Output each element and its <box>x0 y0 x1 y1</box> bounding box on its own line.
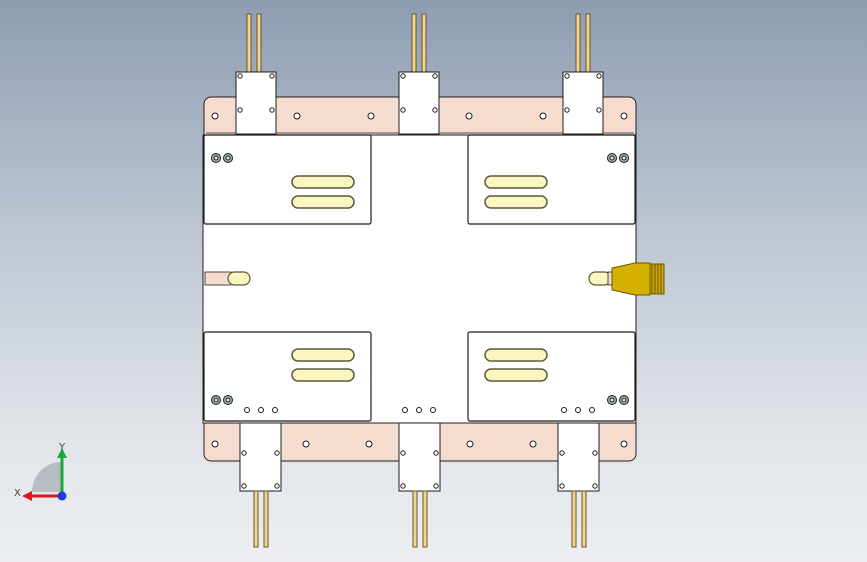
side-slot-left <box>204 271 251 286</box>
small-holes <box>244 407 595 413</box>
pad-bottom-left <box>203 331 372 422</box>
cylinder-bottom-right <box>557 422 600 548</box>
air-fitting-right <box>611 262 665 296</box>
cylinder-top-left <box>235 13 277 135</box>
triad-y-label: Y <box>58 442 66 453</box>
cylinder-top-center <box>398 13 440 135</box>
pad-top-left <box>203 134 372 225</box>
pad-bottom-right <box>467 331 636 422</box>
cylinder-bottom-left <box>239 422 282 548</box>
cylinder-bottom-center <box>398 422 441 548</box>
plate-holes <box>211 112 628 448</box>
orientation-triad[interactable]: Y X <box>14 440 74 510</box>
cylinder-top-right <box>562 13 604 135</box>
triad-x-label: X <box>14 488 21 499</box>
pad-top-right <box>467 134 636 225</box>
screws <box>211 153 629 405</box>
